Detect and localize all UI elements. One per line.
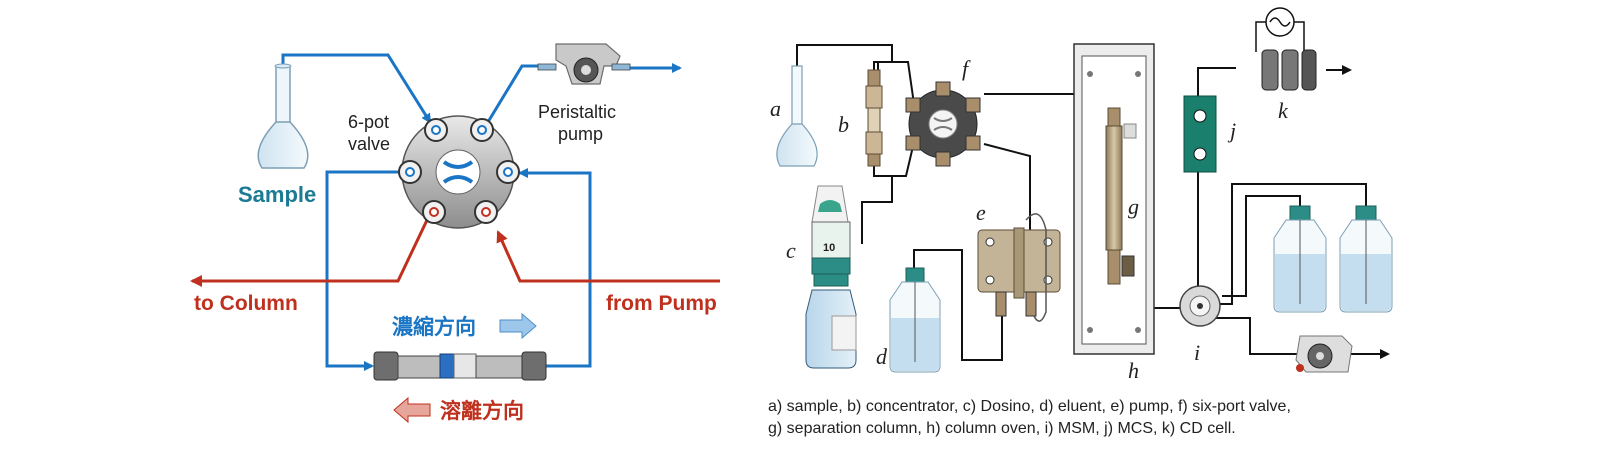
- left-flow-diagram: 6-pot valve Peristaltic pump Sample to C…: [190, 43, 720, 424]
- tube-msm-to-bottles: [1218, 183, 1367, 305]
- tube-dosino: [861, 176, 893, 244]
- concentration-direction-label: 濃縮方向: [392, 315, 476, 339]
- from-pump-label: from Pump: [606, 292, 717, 315]
- cd-cell-icon: [1255, 7, 1317, 91]
- msm-icon: [1179, 285, 1221, 327]
- label-c: c: [786, 238, 796, 263]
- label-a: a: [770, 96, 781, 121]
- label-b: b: [838, 112, 849, 137]
- sample-label: Sample: [238, 182, 316, 207]
- caption-line1: a) sample, b) concentrator, c) Dosino, d…: [768, 398, 1291, 415]
- label-k: k: [1278, 98, 1289, 123]
- reagent-bottle-2-icon: [1339, 205, 1393, 313]
- valve-left-port-line: [325, 170, 404, 371]
- to-column-label: to Column: [194, 292, 298, 315]
- valve-label-line2: valve: [348, 134, 390, 154]
- label-g: g: [1128, 194, 1139, 219]
- reagent-bottle-1-icon: [1273, 205, 1327, 313]
- tube-sample-to-valve: [796, 44, 893, 72]
- tubing-lines: [796, 44, 1390, 361]
- pump-label-line1: Peristaltic: [538, 102, 616, 122]
- tube-eluent-to-pump: [913, 249, 1003, 361]
- concentrator-return-line: [518, 168, 592, 368]
- tube-concentrator-top: [877, 61, 915, 105]
- tube-msm-to-peristaltic: [1214, 317, 1298, 355]
- sample-flask-right-icon: [776, 65, 818, 167]
- dosino-icon: [805, 185, 857, 369]
- elution-direction-arrow-icon: [393, 396, 431, 424]
- label-e: e: [976, 200, 986, 225]
- mcs-icon: [1183, 95, 1217, 173]
- separation-column-icon: [1105, 107, 1137, 285]
- sample-flask-icon: [257, 63, 309, 169]
- label-j: j: [1227, 118, 1236, 143]
- from-pump-line: [496, 230, 720, 283]
- label-d: d: [876, 344, 888, 369]
- pump-label-line2: pump: [558, 124, 603, 144]
- concentrator-cartridge-icon: [373, 351, 547, 381]
- concentration-direction-arrow-icon: [499, 312, 537, 340]
- concentrator-right-icon: [865, 69, 883, 167]
- red-flow-lines: [190, 217, 720, 287]
- to-column-line: [190, 217, 430, 287]
- valve-label-line1: 6-pot: [348, 112, 389, 132]
- tube-concentrator-bottom: [873, 141, 915, 177]
- tube-msm-to-mcs: [1197, 67, 1236, 290]
- six-port-valve-right-icon: [905, 81, 981, 167]
- label-h: h: [1128, 358, 1139, 383]
- caption-line2: g) separation column, h) column oven, i)…: [768, 420, 1236, 437]
- six-port-valve-icon: [398, 115, 520, 229]
- blue-flow-lines: [281, 53, 682, 371]
- tube-msm-to-bottle1: [1222, 195, 1301, 297]
- tube-valve-to-pump: [983, 143, 1031, 230]
- right-instrument-diagram: 10: [770, 7, 1393, 383]
- elution-direction-label: 溶離方向: [440, 399, 524, 423]
- dosino-number: 10: [823, 242, 835, 254]
- peristaltic-pump-right-icon: [1295, 335, 1353, 373]
- label-i: i: [1194, 340, 1200, 365]
- label-f: f: [962, 56, 971, 81]
- pump-right-icon: [977, 213, 1061, 322]
- eluent-bottle-icon: [889, 267, 941, 373]
- peristaltic-pump-icon: [537, 43, 631, 85]
